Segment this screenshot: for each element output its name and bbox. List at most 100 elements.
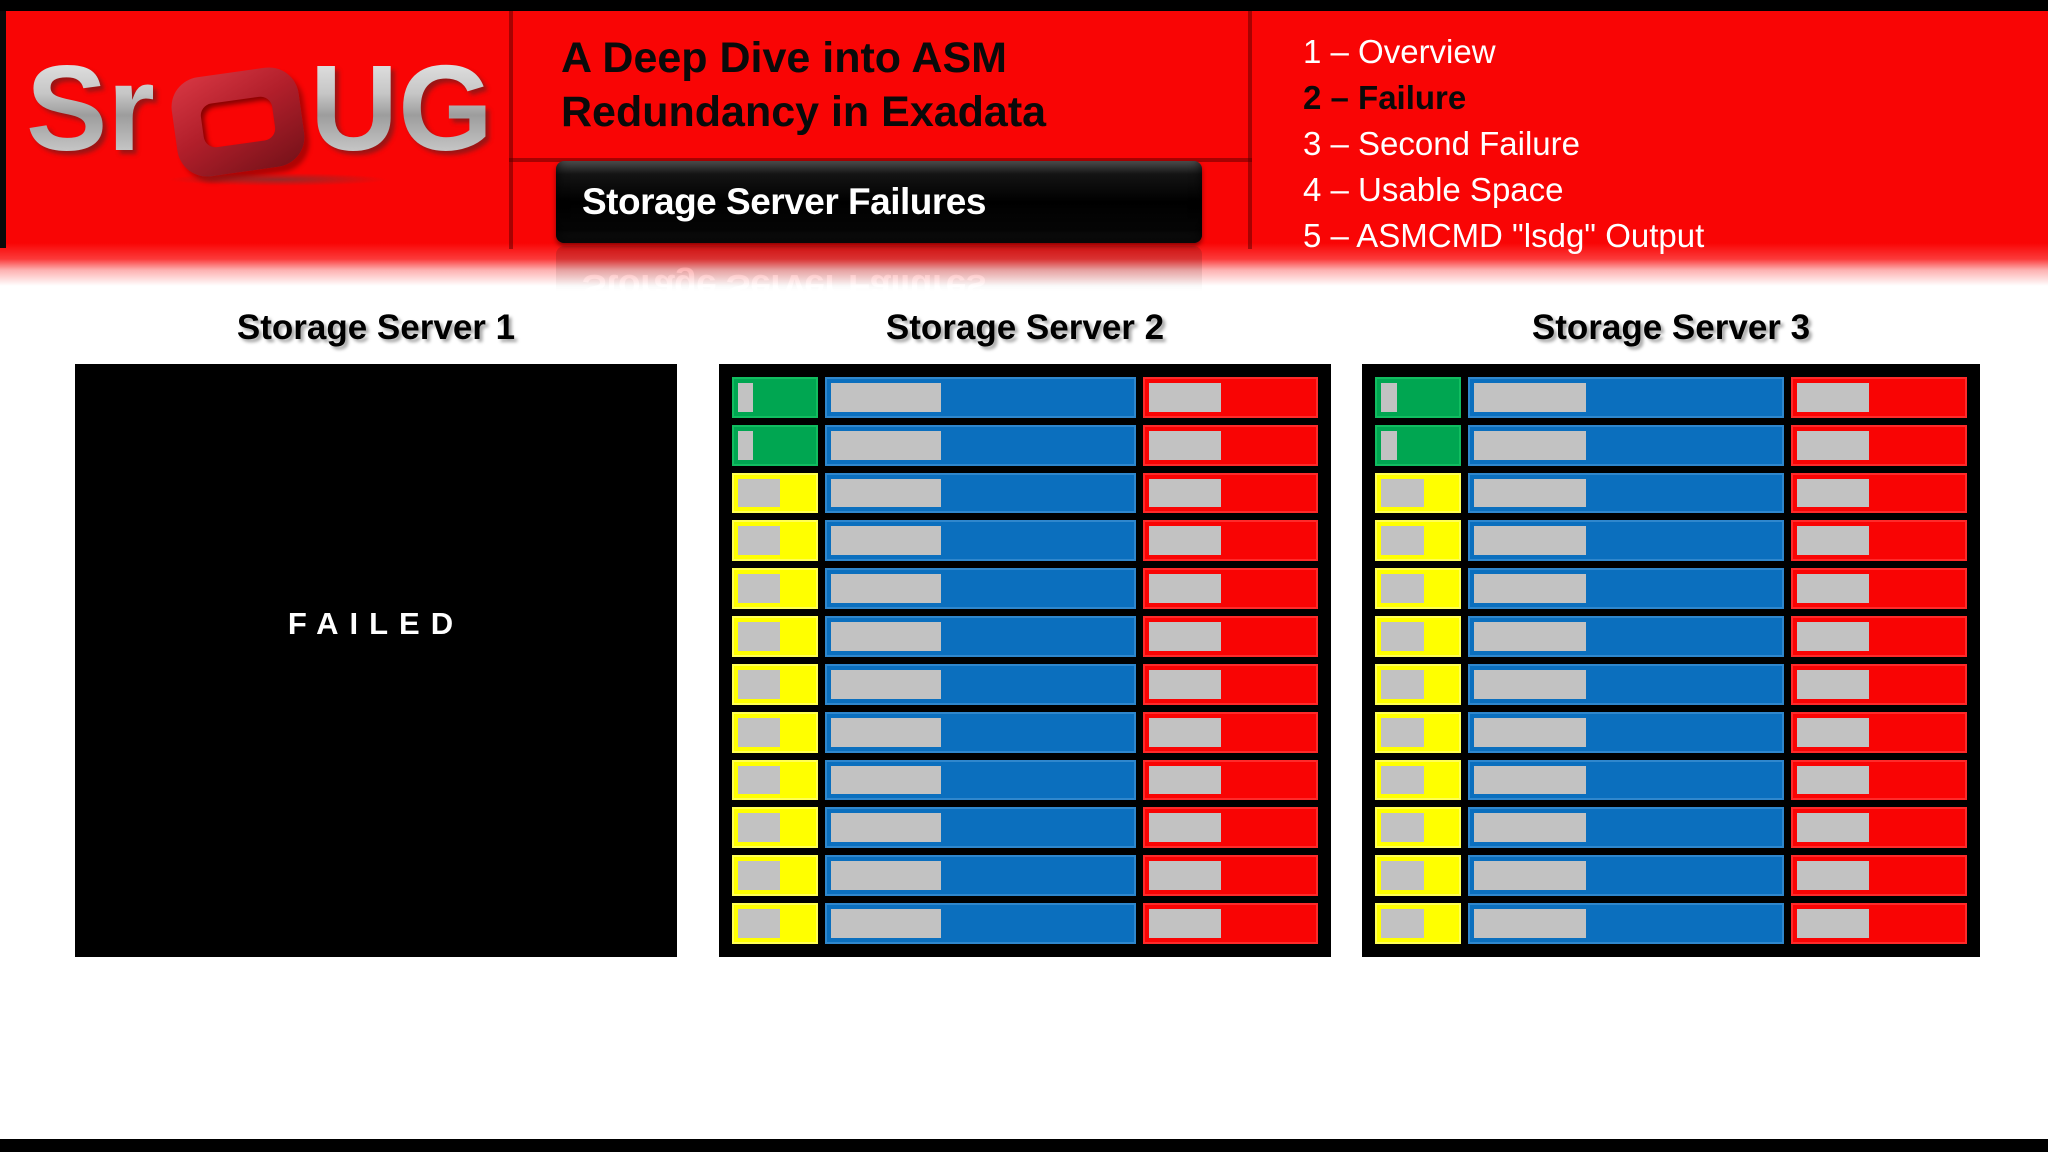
used-space-bar bbox=[1381, 526, 1424, 556]
disk-segment-red bbox=[1790, 711, 1967, 753]
used-space-bar bbox=[1474, 765, 1587, 795]
top-bar bbox=[0, 0, 2048, 11]
disk-segment-blue bbox=[1468, 663, 1784, 705]
disk-segment-red bbox=[1790, 377, 1967, 418]
presentation-title-line1: A Deep Dive into ASM bbox=[561, 34, 1007, 82]
oracle-ring-icon bbox=[167, 63, 309, 181]
disk-segment-blue bbox=[824, 520, 1137, 562]
used-space-bar bbox=[1381, 861, 1424, 891]
disk-segment-small bbox=[1375, 855, 1462, 897]
slide-label-box: Storage Server Failures bbox=[556, 161, 1202, 243]
disk-segment-red bbox=[1143, 711, 1318, 753]
disk-segment-red bbox=[1790, 663, 1967, 705]
disk-row bbox=[732, 711, 1318, 753]
header-divider-2 bbox=[1248, 11, 1252, 249]
disk-segment-blue bbox=[824, 711, 1137, 753]
used-space-bar bbox=[830, 909, 942, 938]
disk-row bbox=[1375, 855, 1967, 897]
used-space-bar bbox=[830, 765, 942, 795]
disk-segment-small bbox=[732, 711, 818, 753]
disk-row bbox=[732, 903, 1318, 944]
presentation-title-line2: Redundancy in Exadata bbox=[561, 88, 1047, 136]
logo-text-ug: UG bbox=[310, 40, 493, 176]
used-space-bar bbox=[1474, 574, 1587, 604]
disk-row bbox=[732, 568, 1318, 610]
used-space-bar bbox=[1474, 622, 1587, 651]
disk-segment-blue bbox=[1468, 520, 1784, 562]
used-space-bar bbox=[1796, 478, 1869, 508]
used-space-bar bbox=[1149, 526, 1222, 556]
disk-segment-small bbox=[732, 520, 818, 562]
disk-row bbox=[1375, 663, 1967, 705]
disk-segment-small bbox=[732, 472, 818, 514]
disk-segment-small bbox=[1375, 377, 1462, 418]
used-space-bar bbox=[1796, 813, 1869, 843]
disk-segment-blue bbox=[824, 568, 1137, 610]
disk-segment-red bbox=[1790, 472, 1967, 514]
disk-segment-small bbox=[732, 424, 818, 466]
disk-segment-blue bbox=[1468, 759, 1784, 801]
disk-row bbox=[1375, 472, 1967, 514]
used-space-bar bbox=[738, 478, 781, 508]
used-space-bar bbox=[830, 622, 942, 651]
disk-segment-red bbox=[1143, 424, 1318, 466]
used-space-bar bbox=[830, 669, 942, 699]
disk-row bbox=[1375, 807, 1967, 849]
used-space-bar bbox=[1381, 383, 1397, 412]
agenda-item: 3 – Second Failure bbox=[1303, 125, 1581, 162]
disk-segment-small bbox=[1375, 424, 1462, 466]
disk-segment-red bbox=[1790, 855, 1967, 897]
used-space-bar bbox=[1474, 813, 1587, 843]
failed-label: FAILED bbox=[287, 606, 465, 641]
disk-segment-red bbox=[1143, 903, 1318, 944]
used-space-bar bbox=[1796, 430, 1869, 460]
used-space-bar bbox=[1796, 574, 1869, 604]
disk-segment-red bbox=[1790, 807, 1967, 849]
used-space-bar bbox=[1474, 430, 1587, 460]
used-space-bar bbox=[738, 622, 781, 651]
used-space-bar bbox=[1149, 861, 1222, 891]
used-space-bar bbox=[1381, 813, 1424, 843]
agenda-item: 2 – Failure bbox=[1303, 79, 1467, 116]
used-space-bar bbox=[1474, 909, 1587, 938]
used-space-bar bbox=[1381, 909, 1424, 938]
disk-segment-blue bbox=[824, 616, 1137, 657]
used-space-bar bbox=[738, 430, 754, 460]
server-panel-3 bbox=[1362, 364, 1980, 957]
disk-segment-small bbox=[732, 616, 818, 657]
used-space-bar bbox=[830, 430, 942, 460]
disk-segment-blue bbox=[824, 807, 1137, 849]
agenda-item: 5 – ASMCMD "lsdg" Output bbox=[1303, 217, 1705, 254]
disk-row bbox=[1375, 616, 1967, 657]
disk-row bbox=[732, 759, 1318, 801]
used-space-bar bbox=[1474, 526, 1587, 556]
used-space-bar bbox=[738, 383, 754, 412]
used-space-bar bbox=[1474, 717, 1587, 747]
disk-segment-red bbox=[1143, 855, 1318, 897]
used-space-bar bbox=[1149, 478, 1222, 508]
used-space-bar bbox=[1796, 669, 1869, 699]
server-title-3: Storage Server 3 bbox=[1531, 308, 1811, 347]
disk-segment-red bbox=[1143, 472, 1318, 514]
disk-row bbox=[732, 663, 1318, 705]
agenda-item: 1 – Overview bbox=[1303, 33, 1496, 70]
used-space-bar bbox=[1381, 717, 1424, 747]
used-space-bar bbox=[1149, 765, 1222, 795]
used-space-bar bbox=[1381, 430, 1397, 460]
disk-row bbox=[1375, 711, 1967, 753]
disk-segment-blue bbox=[1468, 377, 1784, 418]
used-space-bar bbox=[1149, 909, 1222, 938]
disk-segment-red bbox=[1143, 377, 1318, 418]
disk-segment-red bbox=[1790, 424, 1967, 466]
used-space-bar bbox=[738, 669, 781, 699]
disk-rows-container bbox=[1375, 377, 1967, 944]
used-space-bar bbox=[830, 383, 942, 412]
oracle-ring-hole bbox=[199, 95, 277, 149]
disk-segment-red bbox=[1790, 568, 1967, 610]
disk-segment-blue bbox=[824, 424, 1137, 466]
disk-row bbox=[1375, 520, 1967, 562]
disk-segment-small bbox=[1375, 663, 1462, 705]
used-space-bar bbox=[1796, 622, 1869, 651]
sroug-logo: Sr UG bbox=[0, 11, 509, 251]
used-space-bar bbox=[1149, 622, 1222, 651]
